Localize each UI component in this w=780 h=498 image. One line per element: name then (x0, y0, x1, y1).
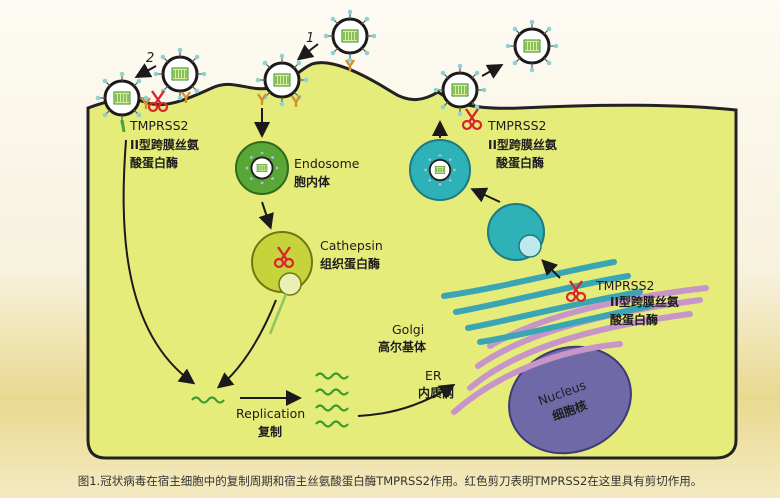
replication-label-cn: 复制 (257, 424, 282, 439)
arrow-golgi-to-vesicle (541, 259, 561, 279)
rna-release (120, 119, 126, 133)
step-number-1: 1 (306, 31, 314, 46)
step2-arrow (134, 63, 157, 78)
figure-caption: 图1.冠状病毒在宿主细胞中的复制周期和宿主丝氨酸蛋白酶TMPRSS2作用。红色剪… (77, 474, 703, 488)
golgi (441, 259, 653, 345)
tmprss2-right-label-cn1: II型跨膜丝氨 (488, 137, 557, 152)
tmprss2-left-label: TMPRSS2 (129, 118, 188, 133)
endosome (235, 141, 289, 195)
tmprss2-golgi-label-cn1: II型跨膜丝氨 (610, 294, 679, 309)
arrow-to-er (357, 383, 456, 417)
cathepsin-label: Cathepsin (320, 238, 383, 253)
step-number-2: 2 (146, 51, 154, 66)
arrow-to-cathepsin (258, 201, 274, 230)
arrow-cathepsin-to-pool (216, 299, 277, 389)
tmprss2-golgi-label: TMPRSS2 (595, 278, 654, 293)
endosome-label: Endosome (294, 156, 360, 171)
step1-arrow (296, 43, 319, 61)
rna-from-cathepsin (268, 293, 288, 335)
arrow-to-rna-pool (122, 139, 196, 385)
virion-icon (322, 8, 378, 64)
teal-vesicle-upper (409, 139, 471, 201)
endosome-label-cn: 胞内体 (294, 174, 331, 189)
teal-vesicle-lower (487, 203, 545, 261)
tmprss2-right-label-cn2: 酸蛋白酶 (496, 155, 544, 170)
tmprss2-golgi-label-cn2: 酸蛋白酶 (610, 312, 658, 327)
golgi-label-cn: 高尔基体 (378, 339, 427, 354)
tmprss2-right-label: TMPRSS2 (487, 118, 546, 133)
cathepsin-label-cn: 组织蛋白酶 (320, 256, 380, 271)
er-label-cn: 内质网 (418, 385, 454, 400)
virion-icon (94, 70, 150, 126)
tmprss2-left-label-cn1: II型跨膜丝氨 (130, 137, 199, 152)
nucleus (508, 345, 632, 455)
cathepsin-vesicle (251, 231, 313, 296)
er-label: ER (425, 368, 442, 383)
virion-icon (504, 18, 560, 74)
arrow-release (481, 64, 504, 79)
arrow-vesicle-to-vesicle (470, 187, 501, 203)
tmprss2-left-label-cn2: 酸蛋白酶 (130, 155, 178, 170)
replication-label: Replication (236, 406, 305, 421)
virion-icon (432, 62, 488, 118)
golgi-label: Golgi (392, 322, 424, 337)
